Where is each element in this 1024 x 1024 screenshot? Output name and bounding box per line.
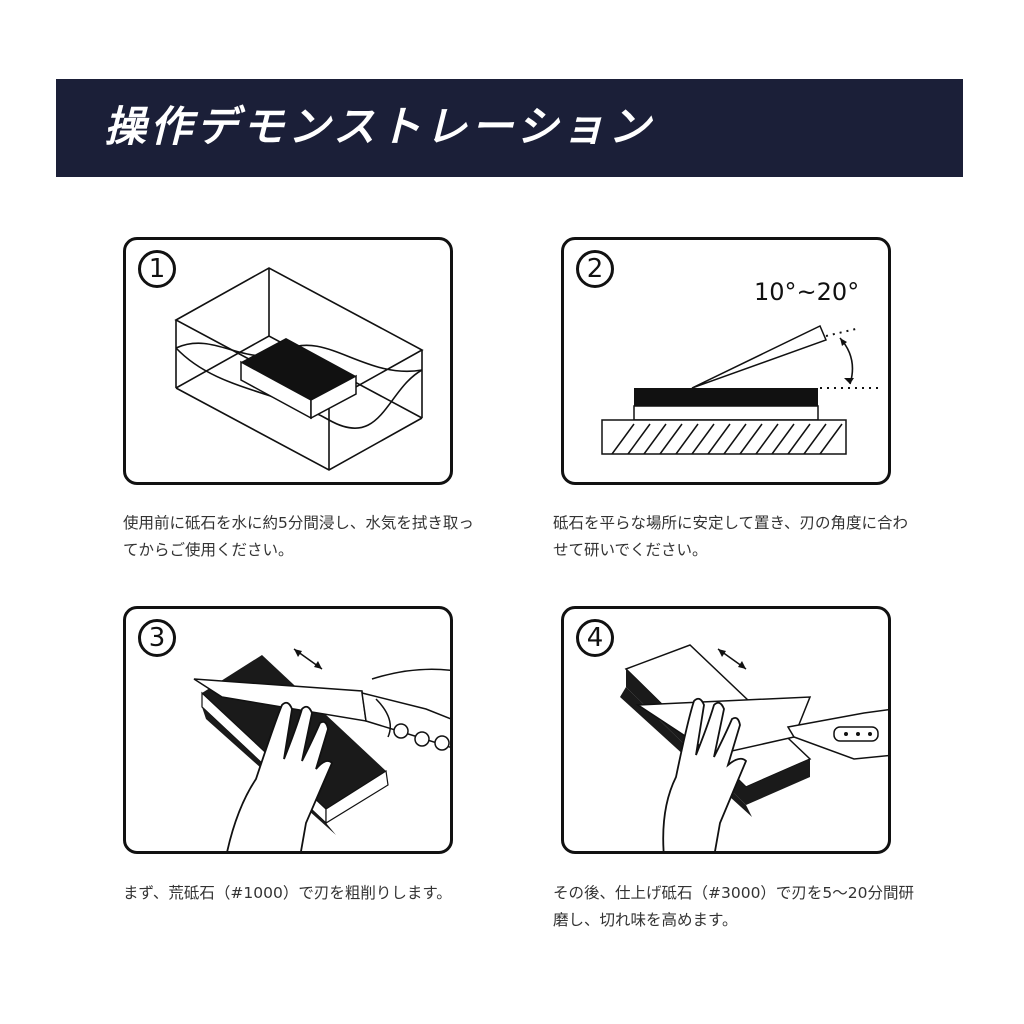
angle-label: 10°~20° <box>754 278 860 306</box>
header-banner: 操作デモンストレーション <box>56 79 963 177</box>
step-1-panel: 1 <box>123 237 453 485</box>
step-1-caption: 使用前に砥石を水に約5分間浸し、水気を拭き取ってからご使用ください。 <box>123 514 474 559</box>
step-2-caption: 砥石を平らな場所に安定して置き、刃の角度に合わせて研いでください。 <box>553 514 908 559</box>
water-soak-illustration <box>174 267 424 471</box>
step-3-number: 3 <box>138 619 176 657</box>
step-3-panel: 3 <box>123 606 453 854</box>
step-3-caption: まず、荒砥石（#1000）で刃を粗削りします。 <box>123 884 452 902</box>
step-1-number: 1 <box>138 250 176 288</box>
page-title: 操作デモンストレーション <box>104 102 655 151</box>
step-2-number: 2 <box>576 250 614 288</box>
step-4-caption: その後、仕上げ砥石（#3000）で刃を5～20分間研磨し、切れ味を高めます。 <box>553 884 915 929</box>
step-2-panel: 2 10°~20° <box>561 237 891 485</box>
angle-illustration <box>601 324 882 455</box>
coarse-sharpening-illustration <box>193 648 450 851</box>
finish-sharpening-illustration <box>620 644 888 851</box>
step-4-number: 4 <box>576 619 614 657</box>
step-4-panel: 4 <box>561 606 891 854</box>
